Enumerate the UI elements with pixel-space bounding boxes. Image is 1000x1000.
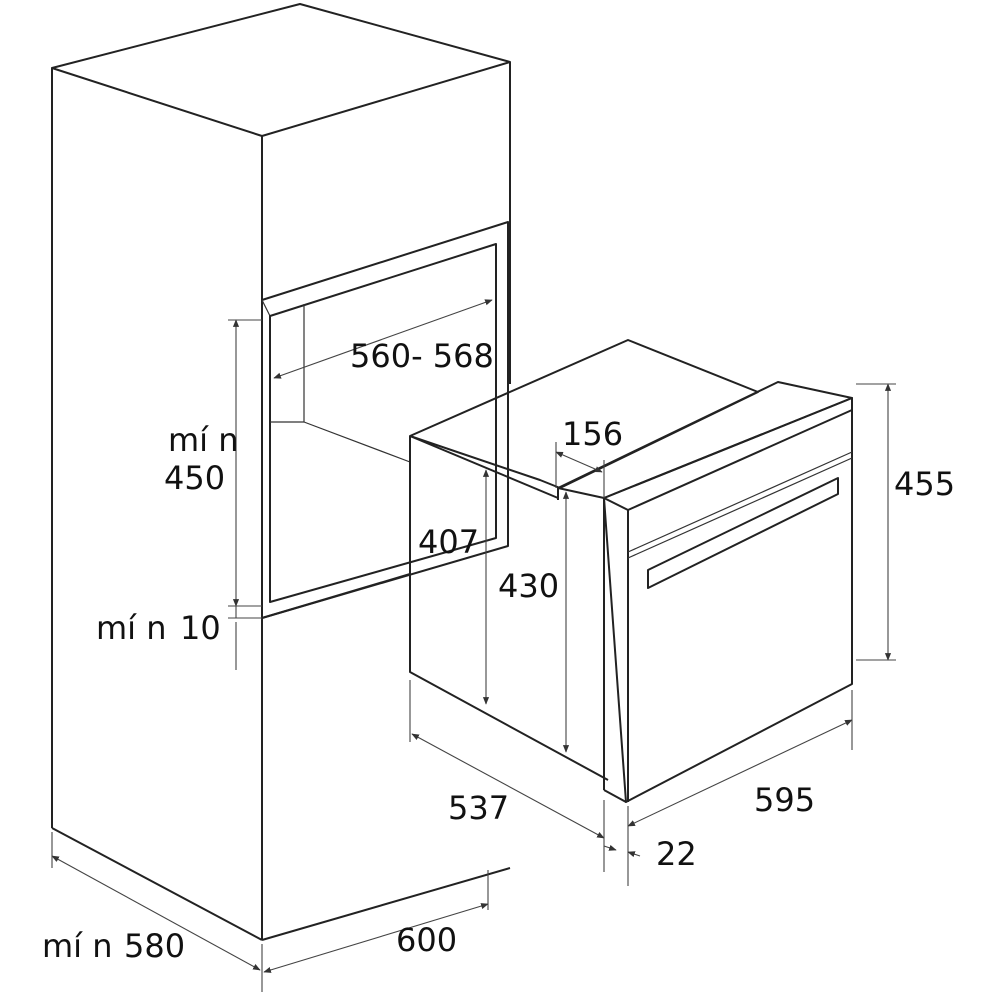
cabinet-top xyxy=(51,3,511,137)
label-front-inner-height: 430 xyxy=(498,567,560,605)
dim-niche-width xyxy=(273,299,493,379)
dim-cabinet-depth xyxy=(51,855,261,971)
dim-rail-depth xyxy=(555,451,603,473)
label-min-gap-prefix: mí n xyxy=(96,609,167,647)
label-min-depth: 580 xyxy=(124,927,186,965)
dimension-lines xyxy=(51,299,896,992)
label-body-depth: 537 xyxy=(448,789,510,827)
cabinet-bottom-left xyxy=(51,827,263,941)
label-body-height: 407 xyxy=(418,523,480,561)
niche-floor-edge xyxy=(303,421,411,463)
oven xyxy=(409,339,853,803)
label-min-depth-prefix: mí n xyxy=(42,927,113,965)
label-min-height-prefix: mí n xyxy=(168,421,239,459)
oven-door-handle xyxy=(647,477,839,589)
label-front-height: 455 xyxy=(894,465,956,503)
dim-body-depth xyxy=(411,733,605,839)
label-door-thickness: 22 xyxy=(656,835,697,873)
label-min-height: 450 xyxy=(164,459,226,497)
label-rail-depth: 156 xyxy=(562,415,624,453)
dim-cabinet-width xyxy=(263,903,489,973)
label-min-gap: 10 xyxy=(180,609,221,647)
dim-door-thickness xyxy=(627,851,641,858)
label-front-width: 595 xyxy=(754,781,816,819)
control-strip xyxy=(627,451,853,553)
niche-inner xyxy=(269,243,497,603)
label-cabinet-width: 600 xyxy=(396,921,458,959)
label-niche-width: 560- 568 xyxy=(350,337,494,375)
oven-top-front-edge xyxy=(409,435,559,499)
shelf-edge xyxy=(261,573,411,619)
tall-cabinet xyxy=(51,3,511,941)
dim-front-width xyxy=(627,719,853,827)
cabinet-bottom-right xyxy=(261,867,511,941)
oven-front-panel xyxy=(603,397,853,803)
niche-opening xyxy=(261,221,509,619)
